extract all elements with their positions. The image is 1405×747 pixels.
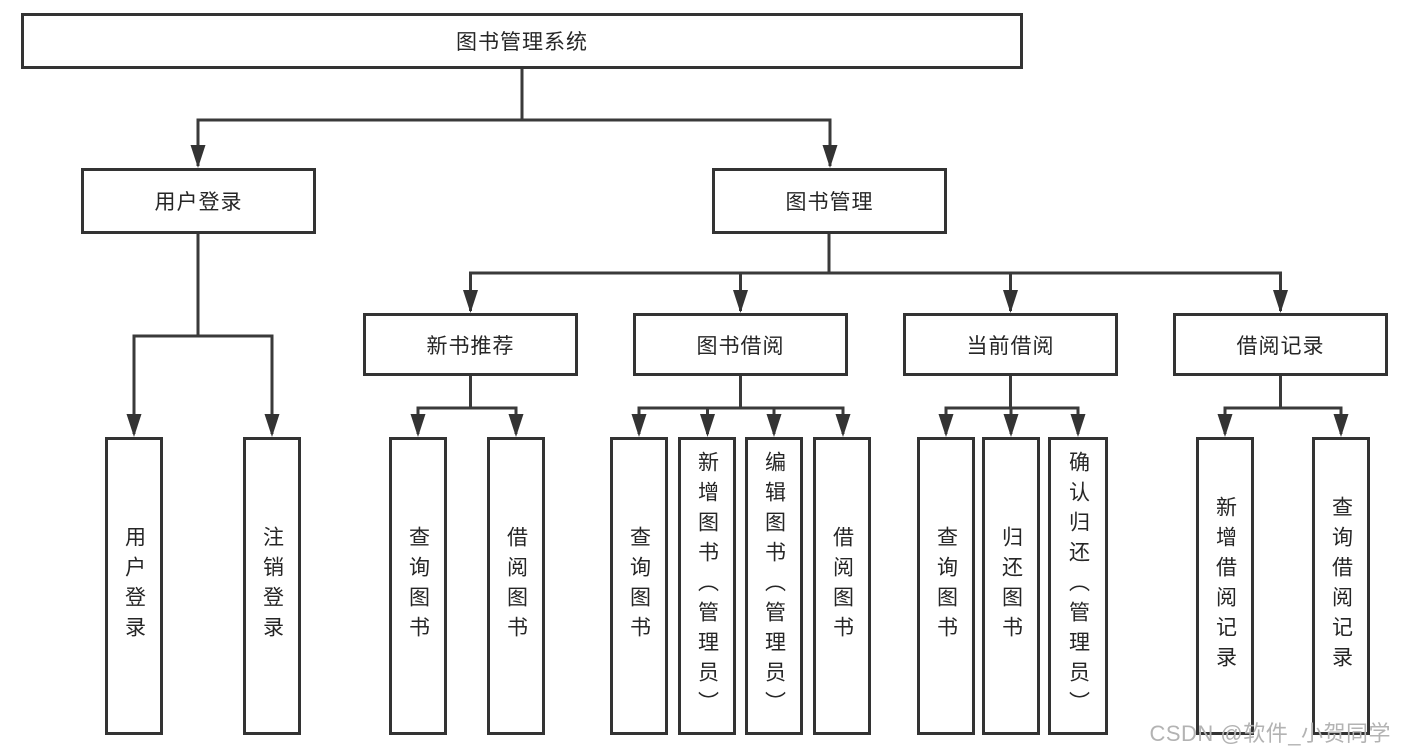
node-label: 图书管理: [785, 191, 874, 214]
node-label: 图书借阅: [696, 334, 785, 358]
leaf-label: 注销登录: [260, 526, 284, 646]
leaf-label: 新增借阅记录: [1213, 496, 1237, 676]
node-borrowing-records: 借阅记录: [1173, 313, 1388, 376]
leaf-add-book-admin: 新增图书（管理员）: [678, 437, 736, 735]
node-label: 借阅记录: [1236, 334, 1325, 358]
leaf-edit-book-admin: 编辑图书（管理员）: [745, 437, 803, 735]
leaf-label: 归还图书: [999, 526, 1023, 646]
node-book-borrowing: 图书借阅: [633, 313, 848, 376]
leaf-label: 编辑图书（管理员）: [762, 451, 786, 721]
node-current-borrowing: 当前借阅: [903, 313, 1118, 376]
leaf-label: 查询图书: [627, 526, 651, 646]
connector-lines: [132, 69, 1343, 434]
node-new-book-recommendation: 新书推荐: [363, 313, 578, 376]
node-label: 当前借阅: [966, 334, 1055, 358]
leaf-logout: 注销登录: [243, 437, 301, 735]
leaf-label: 确认归还（管理员）: [1066, 451, 1090, 721]
leaf-label: 查询图书: [406, 526, 430, 646]
connector-arrowheads: [126, 145, 1349, 437]
leaf-borrow-books-recommendation: 借阅图书: [487, 437, 545, 735]
leaf-confirm-return-admin: 确认归还（管理员）: [1048, 437, 1108, 735]
watermark: CSDN @软件_小贺同学: [1149, 721, 1391, 746]
node-library-management-system: 图书管理系统: [21, 13, 1023, 69]
node-user-login: 用户登录: [81, 168, 316, 234]
leaf-borrow-books-borrowing: 借阅图书: [813, 437, 871, 735]
leaf-label: 借阅图书: [504, 526, 528, 646]
leaf-user-login: 用户登录: [105, 437, 163, 735]
leaf-label: 用户登录: [122, 526, 146, 646]
leaf-label: 新增图书（管理员）: [695, 451, 719, 721]
leaf-query-books-borrowing: 查询图书: [610, 437, 668, 735]
leaf-label: 查询借阅记录: [1329, 496, 1353, 676]
leaf-query-books-current: 查询图书: [917, 437, 975, 735]
leaf-label: 查询图书: [934, 526, 958, 646]
leaf-add-borrowing-record: 新增借阅记录: [1196, 437, 1254, 735]
leaf-return-books: 归还图书: [982, 437, 1040, 735]
node-book-management: 图书管理: [712, 168, 947, 234]
node-label: 新书推荐: [426, 334, 515, 358]
node-label: 用户登录: [154, 191, 243, 214]
leaf-query-borrowing-record: 查询借阅记录: [1312, 437, 1370, 735]
node-label: 图书管理系统: [456, 31, 588, 54]
leaf-label: 借阅图书: [830, 526, 854, 646]
leaf-query-books-recommendation: 查询图书: [389, 437, 447, 735]
